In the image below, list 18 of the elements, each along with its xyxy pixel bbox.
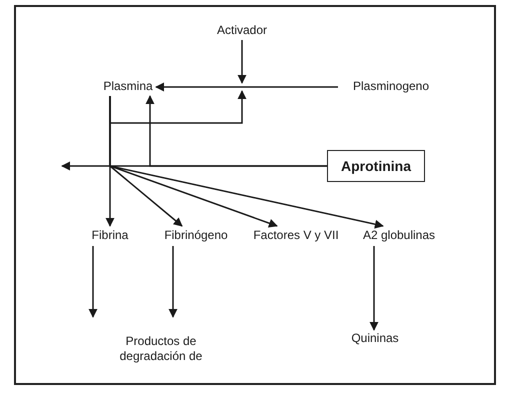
arrow <box>146 95 327 167</box>
arrow <box>109 90 246 124</box>
node-label: Fibrinógeno <box>154 226 238 246</box>
node-label: Plasminogeno <box>338 78 444 96</box>
arrow <box>238 40 246 84</box>
node-label: Productos de degradación de <box>86 317 236 367</box>
arrow <box>370 246 378 331</box>
arrow <box>168 246 178 318</box>
node-label: Plasmina <box>100 78 156 96</box>
arrow <box>109 96 384 229</box>
arrow <box>88 246 98 318</box>
node-label: Fibrina <box>84 226 136 246</box>
inhibitor-box: Aprotinina <box>327 150 425 182</box>
node-label: Factores V y VII <box>244 226 348 246</box>
node-label: Activador <box>212 22 272 40</box>
node-label: A2 globulinas <box>352 226 446 246</box>
arrow <box>155 82 338 92</box>
node-label: Quininas <box>344 330 406 348</box>
